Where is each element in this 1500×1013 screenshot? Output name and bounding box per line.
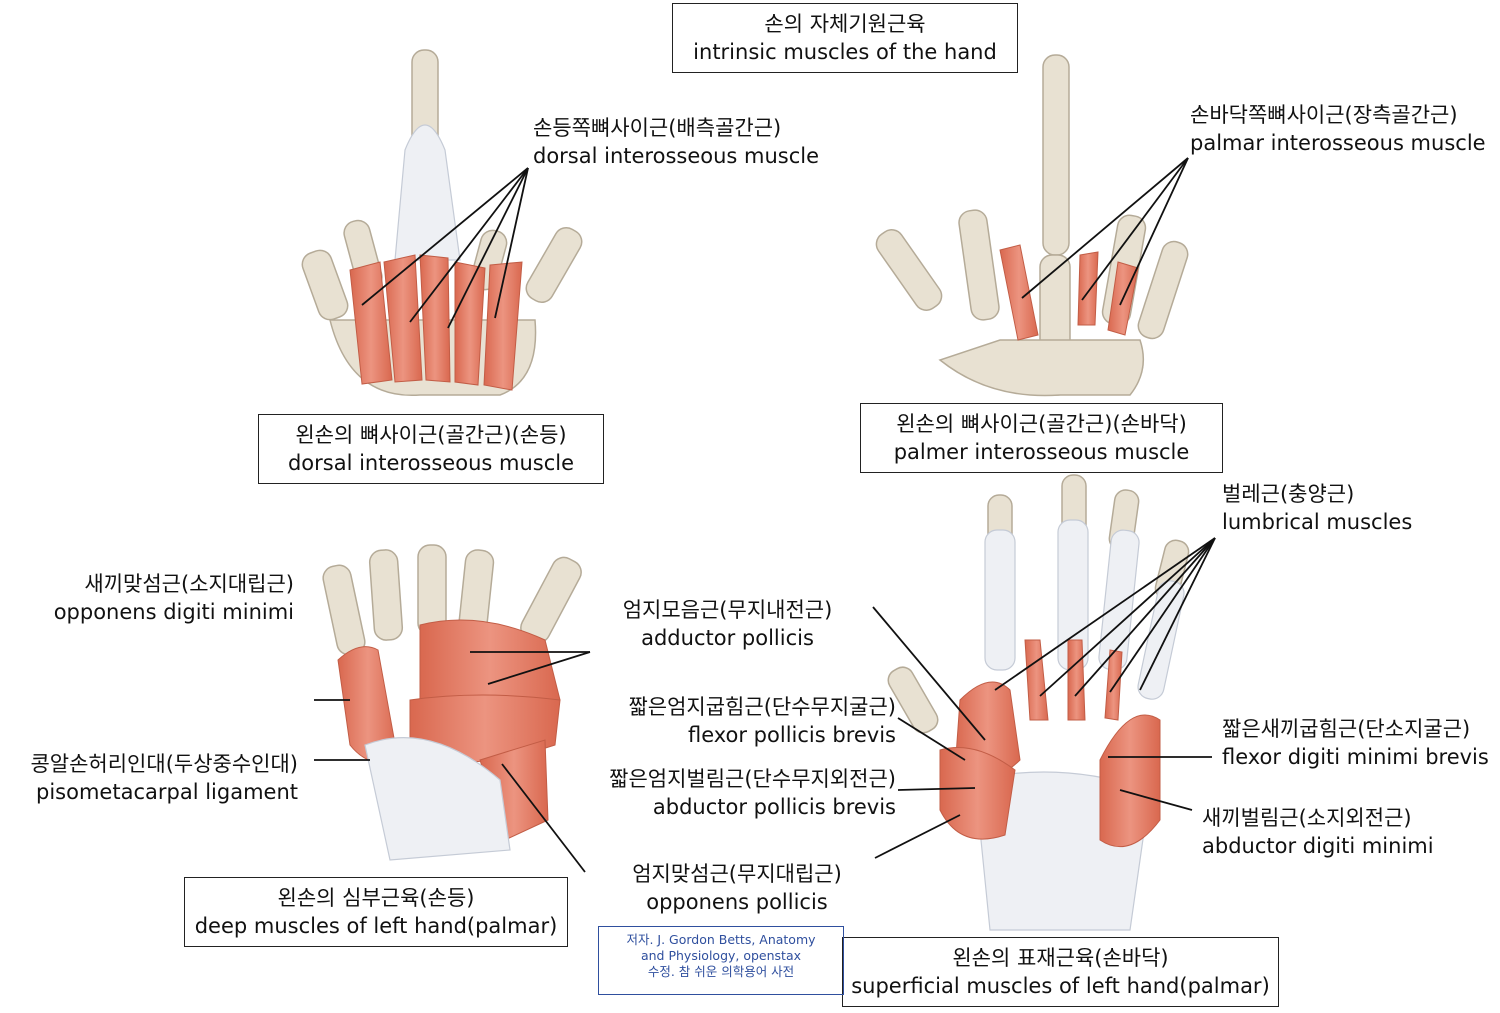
label-pisometacarpal-ko: 콩알손허리인대(두상중수인대) bbox=[30, 752, 298, 776]
label-opponens-pollicis-en: opponens pollicis bbox=[646, 890, 828, 914]
label-abductor-digiti-minimi-en: abductor digiti minimi bbox=[1202, 834, 1434, 858]
label-adductor-pollicis-ko: 엄지모음근(무지내전근) bbox=[622, 598, 833, 622]
label-opponens-digiti-minimi-en: opponens digiti minimi bbox=[53, 600, 294, 624]
label-lumbrical-en: lumbrical muscles bbox=[1222, 510, 1413, 534]
label-flexor-pollicis-brevis-ko: 짧은엄지굽힘근(단수무지굴근) bbox=[628, 695, 896, 719]
label-palmar-interosseous-en: palmar interosseous muscle bbox=[1190, 131, 1486, 155]
label-flexor-pollicis-brevis: 짧은엄지굽힘근(단수무지굴근) flexor pollicis brevis bbox=[628, 693, 896, 749]
deep-caption-korean: 왼손의 심부근육(손등) bbox=[277, 886, 475, 910]
credit-line-3: 수정. 참 쉬운 의학용어 사전 bbox=[647, 964, 795, 979]
palmar-caption-korean: 왼손의 뼈사이근(골간근)(손바닥) bbox=[896, 412, 1187, 436]
label-pisometacarpal-ligament: 콩알손허리인대(두상중수인대) pisometacarpal ligament bbox=[30, 750, 298, 806]
dorsal-hand-illustration bbox=[301, 49, 583, 396]
main-title-english: intrinsic muscles of the hand bbox=[693, 40, 997, 64]
label-adductor-pollicis: 엄지모음근(무지내전근) adductor pollicis bbox=[605, 596, 850, 652]
label-abductor-pollicis-brevis: 짧은엄지벌림근(단수무지외전근) abductor pollicis brevi… bbox=[609, 765, 896, 821]
dorsal-caption-english: dorsal interosseous muscle bbox=[287, 451, 575, 475]
label-flexor-digiti-minimi-brevis-en: flexor digiti minimi brevis bbox=[1222, 745, 1489, 769]
label-opponens-pollicis-ko: 엄지맞섬근(무지대립근) bbox=[632, 862, 842, 886]
superficial-caption-english: superficial muscles of left hand(palmar) bbox=[851, 974, 1270, 998]
palmar-caption-english: palmer interosseous muscle bbox=[893, 440, 1190, 464]
label-palmar-interosseous: 손바닥쪽뼈사이근(장측골간근) palmar interosseous musc… bbox=[1190, 101, 1486, 157]
label-opponens-digiti-minimi-ko: 새끼맞섬근(소지대립근) bbox=[84, 572, 294, 596]
label-dorsal-interosseous-ko: 손등쪽뼈사이근(배측골간근) bbox=[533, 116, 782, 140]
superficial-panel-caption: 왼손의 표재근육(손바닥) superficial muscles of lef… bbox=[842, 937, 1279, 1007]
palmar-panel-caption: 왼손의 뼈사이근(골간근)(손바닥) palmer interosseous m… bbox=[860, 403, 1223, 473]
label-dorsal-interosseous-en: dorsal interosseous muscle bbox=[533, 144, 820, 168]
label-lumbrical-ko: 벌레근(충양근) bbox=[1222, 482, 1355, 506]
main-title-box: 손의 자체기원근육 intrinsic muscles of the hand bbox=[672, 3, 1018, 73]
label-lumbrical-muscles: 벌레근(충양근) lumbrical muscles bbox=[1222, 480, 1412, 536]
superficial-caption-korean: 왼손의 표재근육(손바닥) bbox=[952, 946, 1169, 970]
label-adductor-pollicis-en: adductor pollicis bbox=[641, 626, 814, 650]
label-dorsal-interosseous: 손등쪽뼈사이근(배측골간근) dorsal interosseous muscl… bbox=[533, 114, 819, 170]
dorsal-caption-korean: 왼손의 뼈사이근(골간근)(손등) bbox=[295, 423, 567, 447]
label-abductor-pollicis-brevis-ko: 짧은엄지벌림근(단수무지외전근) bbox=[609, 767, 896, 791]
label-abductor-pollicis-brevis-en: abductor pollicis brevis bbox=[652, 795, 896, 819]
label-abductor-digiti-minimi-ko: 새끼벌림근(소지외전근) bbox=[1202, 806, 1412, 830]
label-opponens-pollicis: 엄지맞섬근(무지대립근) opponens pollicis bbox=[612, 860, 862, 916]
label-abductor-digiti-minimi: 새끼벌림근(소지외전근) abductor digiti minimi bbox=[1202, 804, 1434, 860]
palmar-hand-illustration bbox=[875, 54, 1189, 397]
credit-line-2: and Physiology, openstax bbox=[640, 948, 802, 963]
deep-hand-illustration bbox=[314, 544, 591, 873]
label-flexor-pollicis-brevis-en: flexor pollicis brevis bbox=[687, 723, 896, 747]
label-pisometacarpal-en: pisometacarpal ligament bbox=[36, 780, 298, 804]
label-palmar-interosseous-ko: 손바닥쪽뼈사이근(장측골간근) bbox=[1190, 103, 1458, 127]
main-title-korean: 손의 자체기원근육 bbox=[764, 12, 926, 36]
deep-caption-english: deep muscles of left hand(palmar) bbox=[194, 914, 558, 938]
credit-line-1: 저자. J. Gordon Betts, Anatomy bbox=[626, 932, 816, 947]
label-flexor-digiti-minimi-brevis: 짧은새끼굽힘근(단소지굴근) flexor digiti minimi brev… bbox=[1222, 715, 1489, 771]
credit-box: 저자. J. Gordon Betts, Anatomy and Physiol… bbox=[598, 926, 844, 995]
label-flexor-digiti-minimi-brevis-ko: 짧은새끼굽힘근(단소지굴근) bbox=[1222, 717, 1471, 741]
superficial-hand-illustration bbox=[872, 474, 1216, 931]
label-opponens-digiti-minimi: 새끼맞섬근(소지대립근) opponens digiti minimi bbox=[54, 570, 294, 626]
deep-panel-caption: 왼손의 심부근육(손등) deep muscles of left hand(p… bbox=[184, 877, 568, 947]
dorsal-panel-caption: 왼손의 뼈사이근(골간근)(손등) dorsal interosseous mu… bbox=[258, 414, 604, 484]
